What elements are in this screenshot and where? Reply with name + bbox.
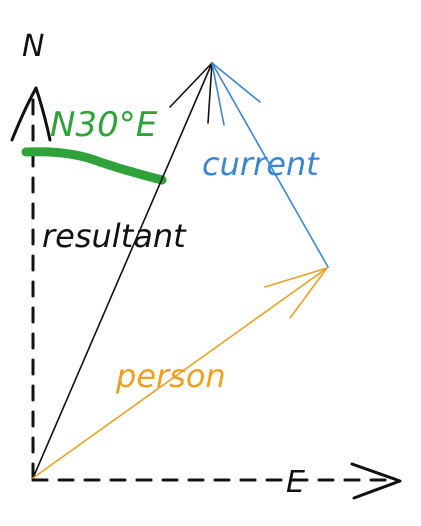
resultant-arrowhead: [169, 62, 213, 124]
current-arrowhead: [211, 62, 261, 126]
bearing-label: N30°E: [50, 105, 158, 145]
person-label: person: [115, 357, 226, 395]
resultant-label: resultant: [42, 217, 187, 255]
north-arrowhead: [10, 86, 52, 142]
east-label: E: [286, 465, 305, 500]
north-label: N: [22, 29, 44, 64]
current-vector: [211, 62, 329, 268]
resultant-vector: [32, 62, 213, 479]
person-arrowhead: [264, 267, 328, 319]
bearing-underline: [21, 147, 167, 185]
current-label: current: [202, 145, 320, 183]
east-arrowhead: [350, 462, 402, 500]
person-vector: [32, 267, 328, 479]
